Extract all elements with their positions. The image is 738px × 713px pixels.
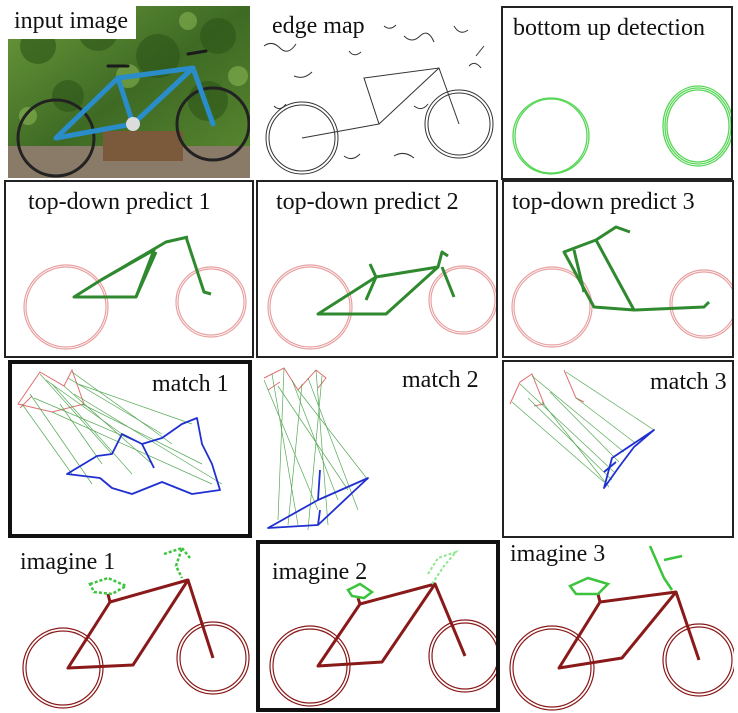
label-edge-map: edge map [268, 14, 369, 38]
input-image-panel: input image [8, 6, 250, 178]
match-2-panel: match 2 [258, 360, 498, 538]
label-match-2: match 2 [402, 367, 479, 393]
edge-map-panel: edge map [254, 6, 497, 178]
label-top-down-predict-1: top-down predict 1 [28, 189, 211, 215]
imagine-1-panel: imagine 1 [8, 540, 254, 712]
label-match-1: match 1 [152, 371, 229, 397]
predict-3-drawing [511, 225, 732, 348]
match-2-drawing [263, 367, 369, 531]
top-down-predict-2-panel: top-down predict 2 [256, 180, 498, 358]
match-1-drawing [17, 368, 223, 495]
predict-1-drawing [23, 235, 247, 350]
top-down-predict-3-panel: top-down predict 3 [502, 180, 734, 358]
imagine-2-drawing [269, 549, 496, 707]
edge-map [263, 20, 494, 175]
imagine-3-drawing [509, 545, 734, 711]
label-bottom-up-detection: bottom up detection [513, 15, 705, 41]
label-match-3: match 3 [650, 369, 727, 395]
predict-2-drawing [267, 250, 496, 350]
bottom-up-detection-panel: bottom up detection [501, 6, 733, 180]
match-3-panel: match 3 [502, 360, 734, 538]
detected-circles [512, 85, 731, 175]
imagine-1-drawing [22, 546, 250, 709]
label-imagine-3: imagine 3 [510, 541, 606, 567]
label-imagine-2: imagine 2 [272, 559, 368, 585]
label-top-down-predict-2: top-down predict 2 [276, 189, 459, 215]
imagine-2-panel: imagine 2 [256, 540, 500, 712]
label-top-down-predict-3: top-down predict 3 [512, 189, 695, 215]
match-1-panel: match 1 [8, 360, 252, 538]
top-down-predict-1-panel: top-down predict 1 [4, 180, 254, 358]
match-3-drawing [509, 369, 655, 489]
imagine-3-panel: imagine 3 [504, 540, 734, 712]
label-input-image: input image [8, 6, 136, 39]
label-imagine-1: imagine 1 [20, 549, 116, 575]
